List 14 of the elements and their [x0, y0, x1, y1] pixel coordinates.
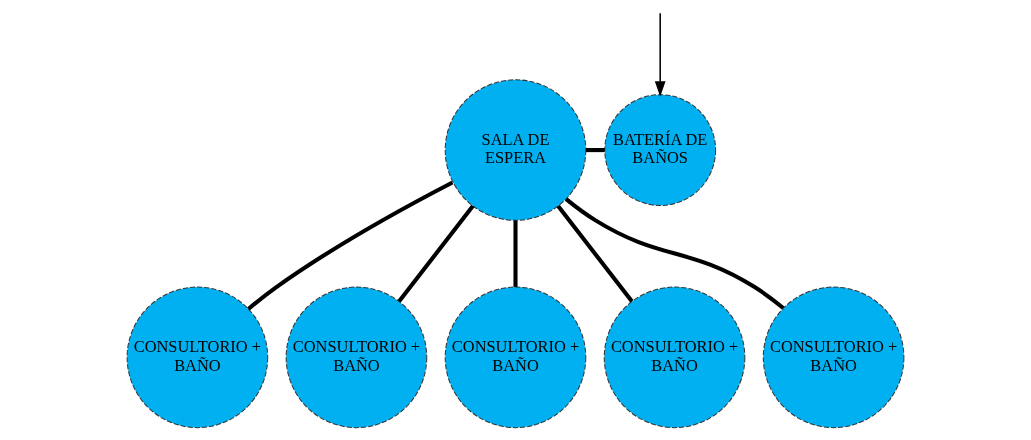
node-circle: CONSULTORIO + BAÑO	[762, 286, 905, 429]
node-circle: CONSULTORIO + BAÑO	[603, 286, 746, 429]
node-circle: CONSULTORIO + BAÑO	[444, 286, 587, 429]
connector	[397, 204, 475, 303]
node-circle: BATERÍA DE BAÑOS	[604, 94, 717, 206]
arrow	[654, 12, 666, 97]
node-circle: CONSULTORIO + BAÑO	[126, 286, 269, 429]
connector	[513, 220, 518, 287]
connector	[556, 204, 634, 303]
node-circle: SALA DE ESPERA	[444, 79, 587, 221]
connector	[247, 180, 454, 311]
node-circle: CONSULTORIO + BAÑO	[285, 286, 428, 429]
connector	[564, 197, 785, 310]
connector	[585, 148, 605, 153]
